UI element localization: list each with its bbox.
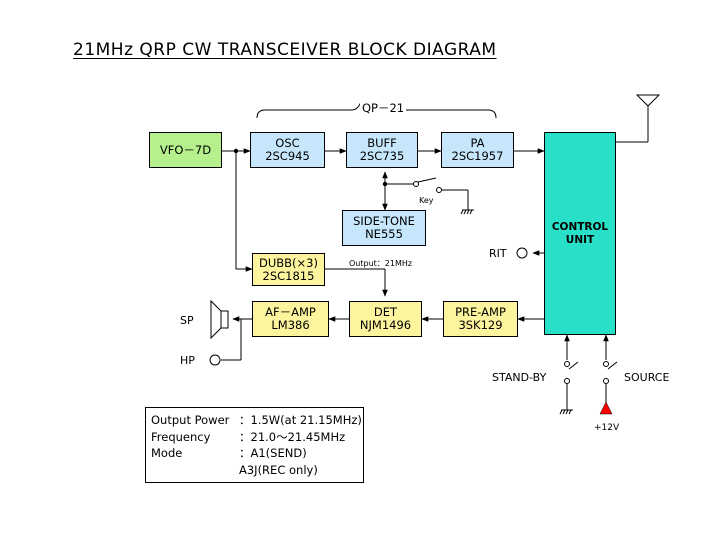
stand-by-label: STAND-BY — [492, 371, 547, 384]
sp-label: SP — [180, 314, 194, 327]
dubb-block: DUBB(×3)2SC1815 — [252, 253, 325, 286]
source-label: SOURCE — [624, 371, 670, 384]
hp-label: HP — [180, 354, 195, 367]
vfo-block: VFO－7D — [149, 132, 222, 168]
antenna-icon — [635, 94, 661, 107]
key-label: Key — [419, 196, 434, 205]
spec-row-frequency: Frequency：21.0～21.45MHz — [151, 429, 346, 444]
control-unit-block: CONTROL UNIT — [544, 132, 616, 335]
supply-arrow-icon — [599, 401, 613, 415]
output-label: Output：21MHz — [349, 259, 413, 268]
rit-label: RIT — [489, 247, 507, 260]
headphone-jack-icon — [209, 354, 221, 366]
spec-row-mode: Mode：A1(SEND) — [151, 446, 307, 460]
rit-knob-icon — [516, 247, 528, 259]
supply-voltage-label: +12V — [594, 423, 620, 433]
spec-row-output-power: Output Power：1.5W(at 21.15MHz) — [151, 413, 362, 427]
speaker-icon — [220, 310, 229, 329]
diagram-title: 21MHz QRP CW TRANSCEIVER BLOCK DIAGRAM — [73, 40, 497, 60]
specifications-box: Output Power：1.5W(at 21.15MHz) Frequency… — [145, 407, 364, 483]
spec-row-mode-2: A3J(REC only) — [239, 462, 318, 477]
qp21-label: QP－21 — [360, 100, 407, 116]
